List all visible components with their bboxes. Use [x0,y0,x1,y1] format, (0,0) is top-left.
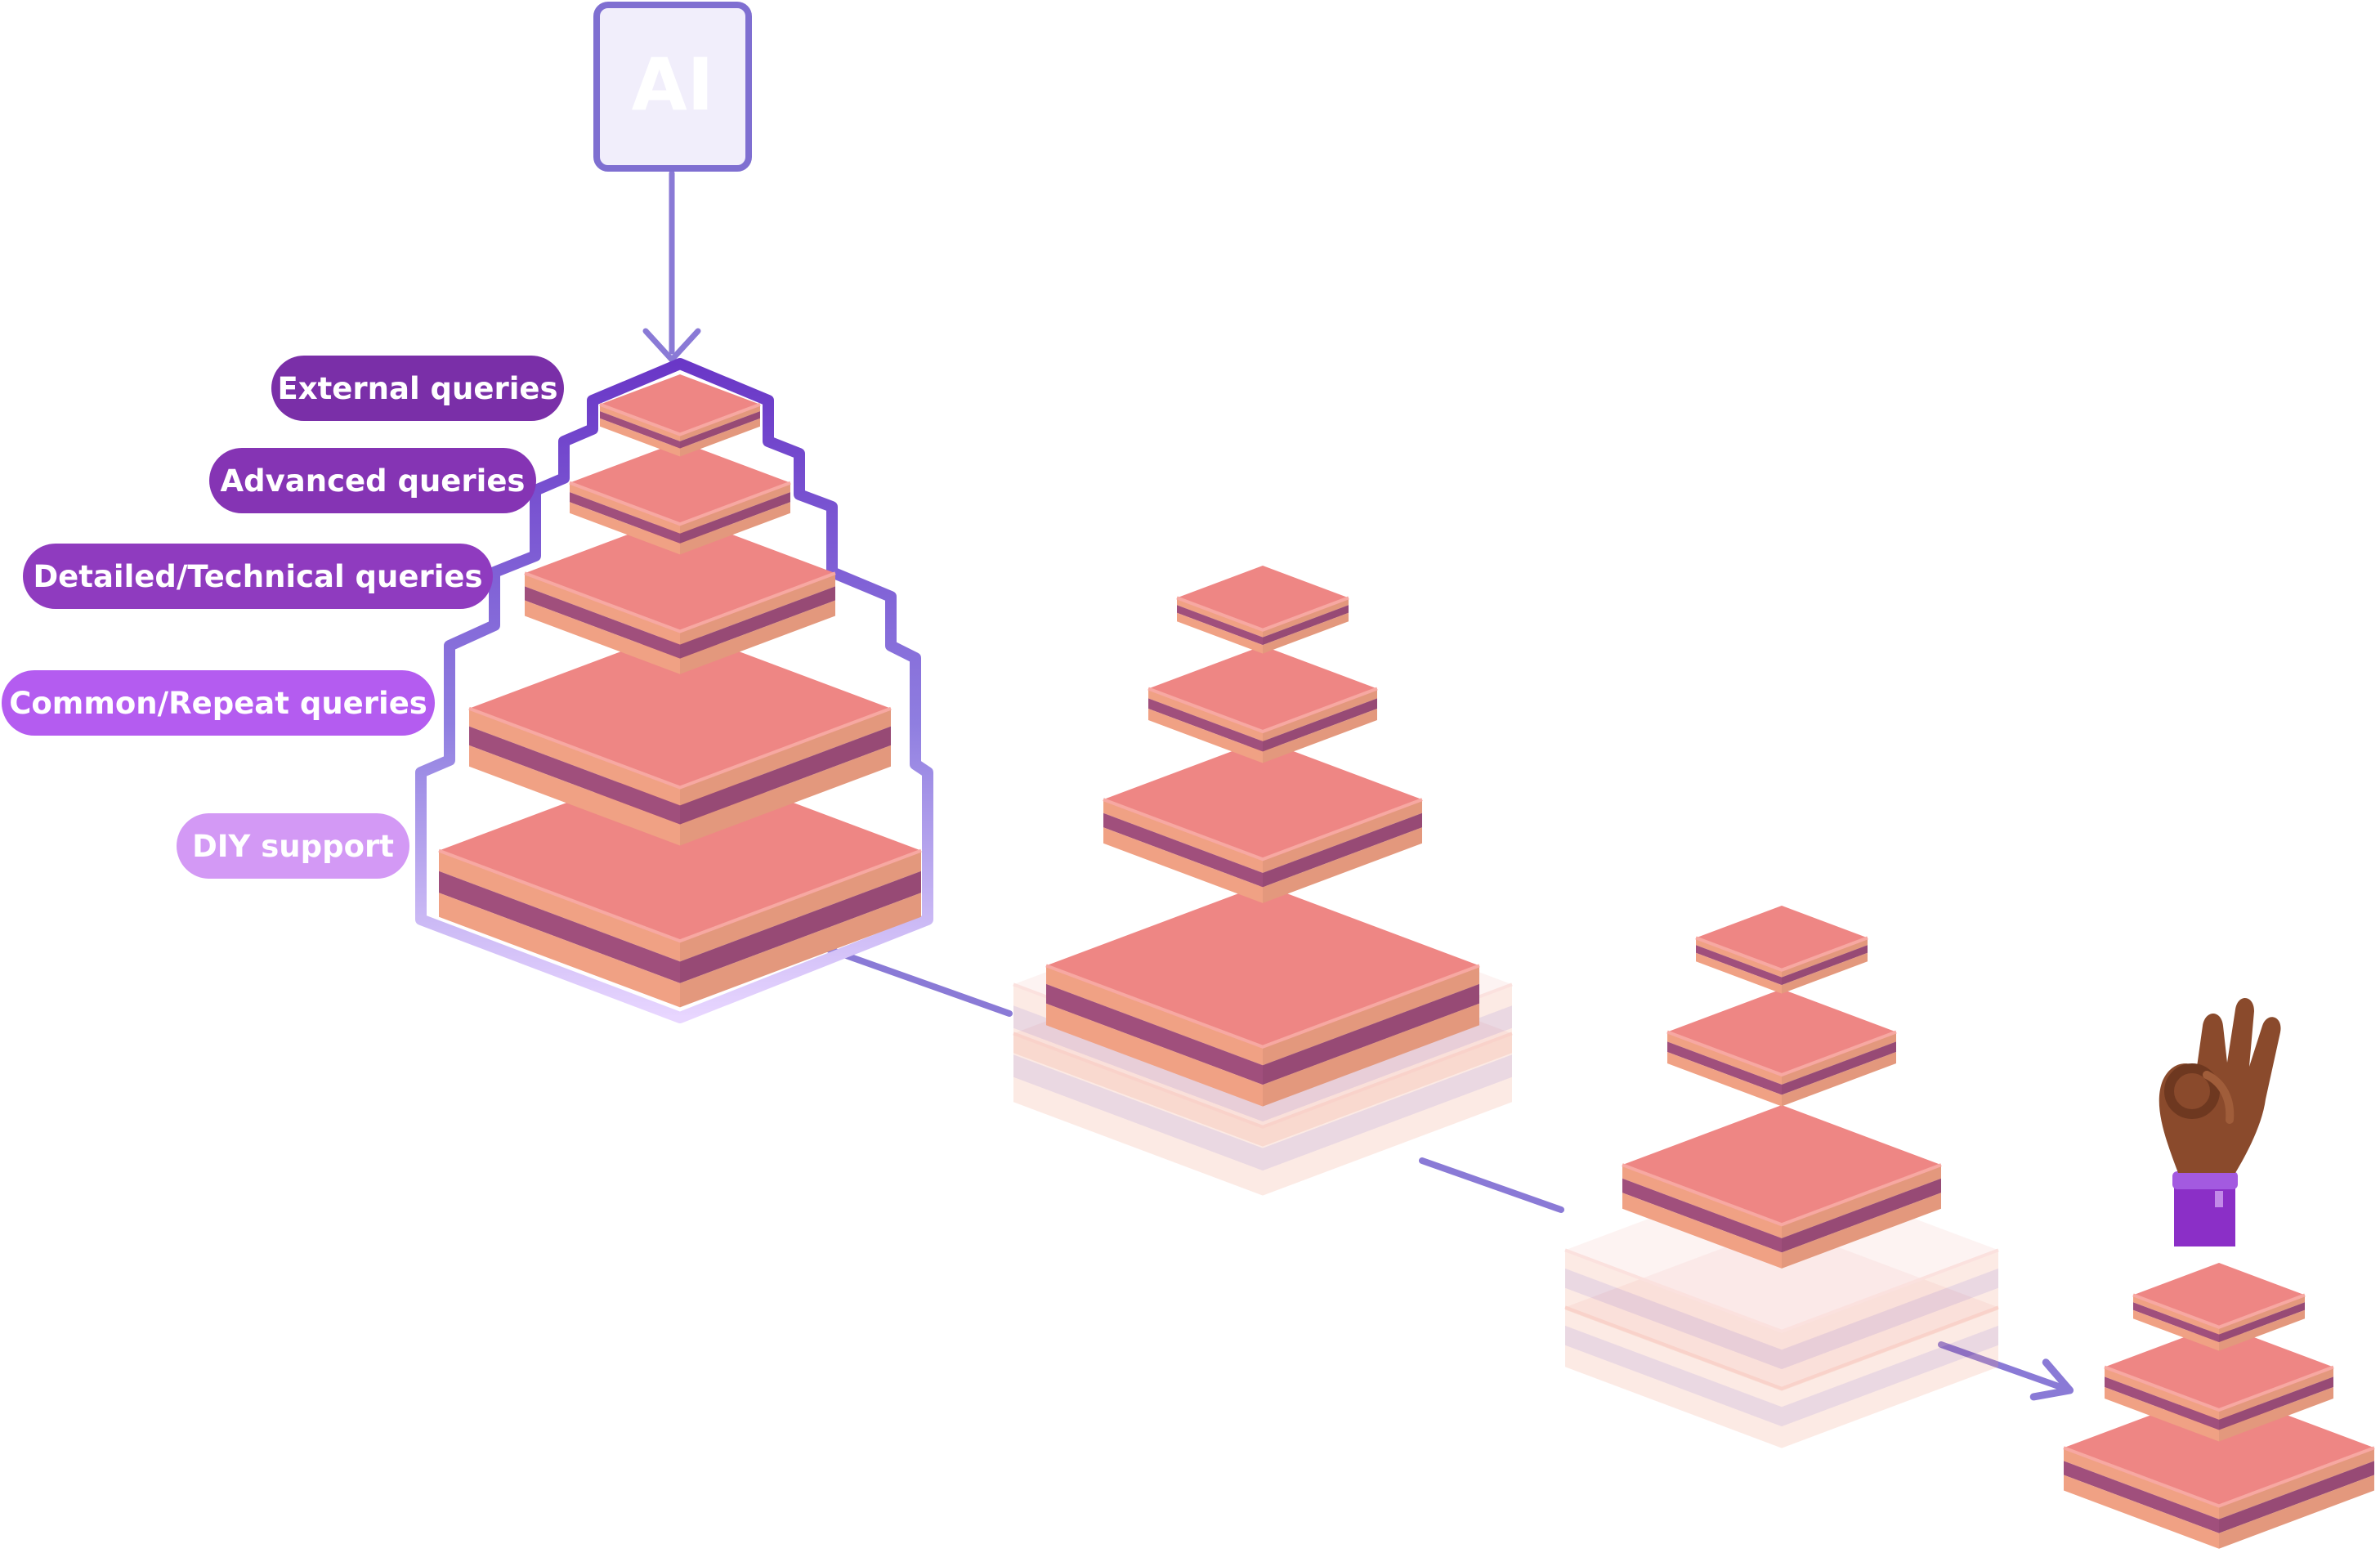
pyramid-stack-3-level-0 [1695,906,1868,994]
pyramid-stack-2-level-3 [1045,884,1480,1107]
connector-3 [1938,1341,2074,1401]
pyramid-stack-3-ghost-0 [1564,1226,1999,1448]
ai-box: AI [593,2,752,172]
label-detailed-technical-queries: Detailed/Technical queries [23,544,493,609]
pyramid-stack-1-level-0 [599,374,761,457]
ai-box-label: AI [632,43,714,127]
pyramid-stack-2-level-2 [1103,740,1423,903]
pyramid-stack-1-level-4 [438,760,922,1008]
ai-arrow [642,170,701,363]
pyramid-stack-4-level-2 [2063,1390,2375,1549]
pyramid-stack-3-level-1 [1666,989,1897,1107]
flow-connectors [822,945,2074,1401]
label-diy-support: DIY support [177,813,409,879]
label-advanced-queries: Advanced queries [209,448,536,513]
pyramid-stack-3-level-2 [1622,1105,1942,1269]
pyramid-stack-1-level-3 [468,629,892,846]
pyramid-stack-1 [438,374,922,1008]
pyramid-stack-2-level-1 [1148,646,1378,763]
pyramid-stack-2 [1013,566,1513,1196]
ok-hand-icon [2159,997,2281,1246]
label-common-repeat-queries: Common/Repeat queries [2,670,435,736]
label-external-queries: External queries [271,356,564,421]
connector-1 [822,945,1013,1017]
pyramid-stack-1-level-1 [569,441,791,555]
pyramid-outline [415,358,933,1023]
pyramid-stack-4 [2063,1263,2375,1549]
pyramid-stack-3 [1564,906,1999,1448]
pyramid-stack-4-level-0 [2132,1263,2306,1351]
pyramid-stack-2-level-0 [1176,566,1349,654]
pyramid-stack-1-level-2 [524,515,836,674]
connector-2 [1419,1157,1564,1213]
pyramid-stack-4-level-1 [2104,1324,2334,1442]
